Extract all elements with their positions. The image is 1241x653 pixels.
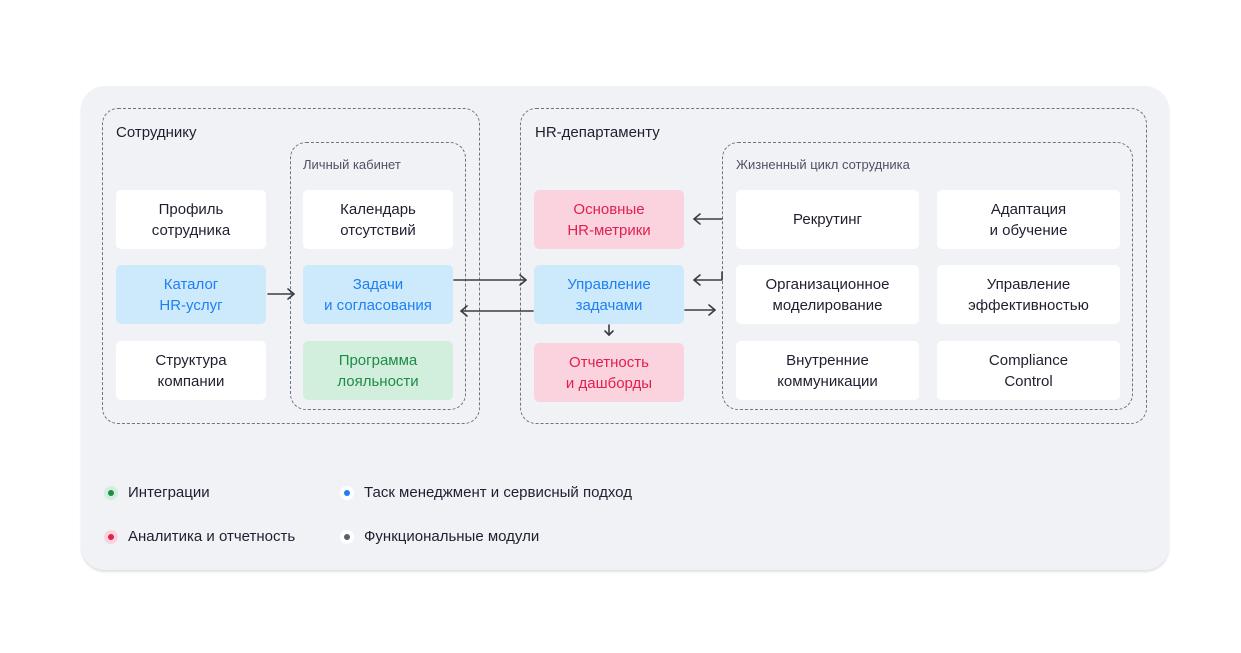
group-employee-title: Сотруднику [116,124,197,141]
group-hr [520,108,1147,424]
card-recruiting[interactable]: Рекрутинг [736,190,919,249]
card-internal-communications[interactable]: Внутренние коммуникации [736,341,919,400]
card-adaptation-training[interactable]: Адаптация и обучение [937,190,1120,249]
legend-label: Таск менеджмент и сервисный подход [364,484,632,501]
legend-dot-analytics-icon [104,529,118,544]
card-tasks-approvals[interactable]: Задачи и согласования [303,265,453,324]
legend-item-task-management: Таск менеджмент и сервисный подход [340,484,632,501]
card-org-modeling[interactable]: Организационное моделирование [736,265,919,324]
legend-label: Интеграции [128,484,210,501]
card-hr-catalog[interactable]: Каталог HR-услуг [116,265,266,324]
card-hr-metrics[interactable]: Основные HR-метрики [534,190,684,249]
legend-dot-task-management-icon [340,485,354,500]
card-reports-dashboards[interactable]: Отчетность и дашборды [534,343,684,402]
legend-item-integrations: Интеграции [104,484,210,501]
card-employee-profile[interactable]: Профиль сотрудника [116,190,266,249]
card-absence-calendar[interactable]: Календарь отсутствий [303,190,453,249]
legend-label: Аналитика и отчетность [128,528,296,545]
group-hr-title: HR-департаменту [535,124,660,141]
group-personal-cabinet [290,142,466,410]
group-lifecycle-title: Жизненный цикл сотрудника [736,157,910,172]
group-personal-cabinet-title: Личный кабинет [303,157,401,172]
card-task-management[interactable]: Управление задачами [534,265,684,324]
legend-item-analytics: Аналитика и отчетность [104,528,295,545]
group-employee [102,108,480,424]
card-compliance-control[interactable]: Compliance Control [937,341,1120,400]
diagram-panel [81,86,1169,570]
card-performance-management[interactable]: Управление эффективностью [937,265,1120,324]
legend-item-functional-modules: Функциональные модули [340,528,539,545]
card-company-structure[interactable]: Структура компании [116,341,266,400]
legend-dot-integrations-icon [104,485,118,500]
card-loyalty-program[interactable]: Программа лояльности [303,341,453,400]
legend-dot-functional-modules-icon [340,529,354,544]
legend-label: Функциональные модули [364,528,540,545]
